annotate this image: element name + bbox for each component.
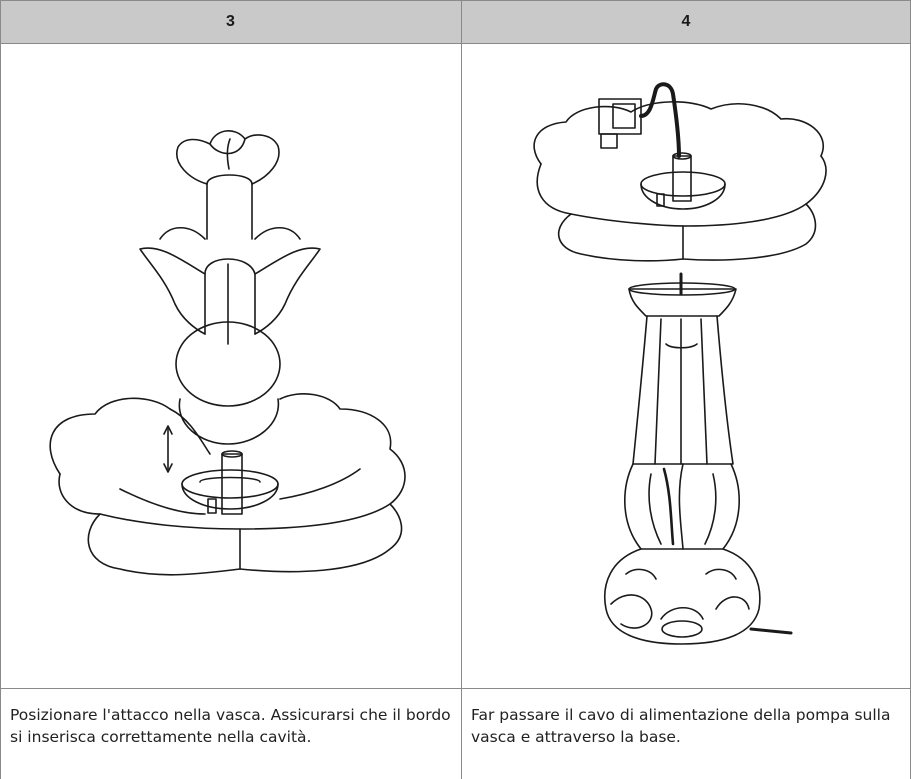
fountain-connector-illustration bbox=[0, 44, 461, 689]
step-number-4: 4 bbox=[682, 13, 691, 31]
illustration-cell-3 bbox=[0, 44, 461, 689]
table-border-left bbox=[0, 0, 1, 779]
instruction-text-4: Far passare il cavo di alimentazione del… bbox=[461, 690, 911, 779]
instruction-text-3: Posizionare l'attacco nella vasca. Assic… bbox=[0, 690, 461, 779]
step-number-3: 3 bbox=[226, 13, 235, 31]
pump-cable-illustration bbox=[461, 44, 911, 689]
column-divider bbox=[461, 0, 462, 779]
illustration-cell-4 bbox=[461, 44, 911, 689]
step-header-3: 3 bbox=[0, 0, 461, 44]
step-header-4: 4 bbox=[461, 0, 911, 44]
